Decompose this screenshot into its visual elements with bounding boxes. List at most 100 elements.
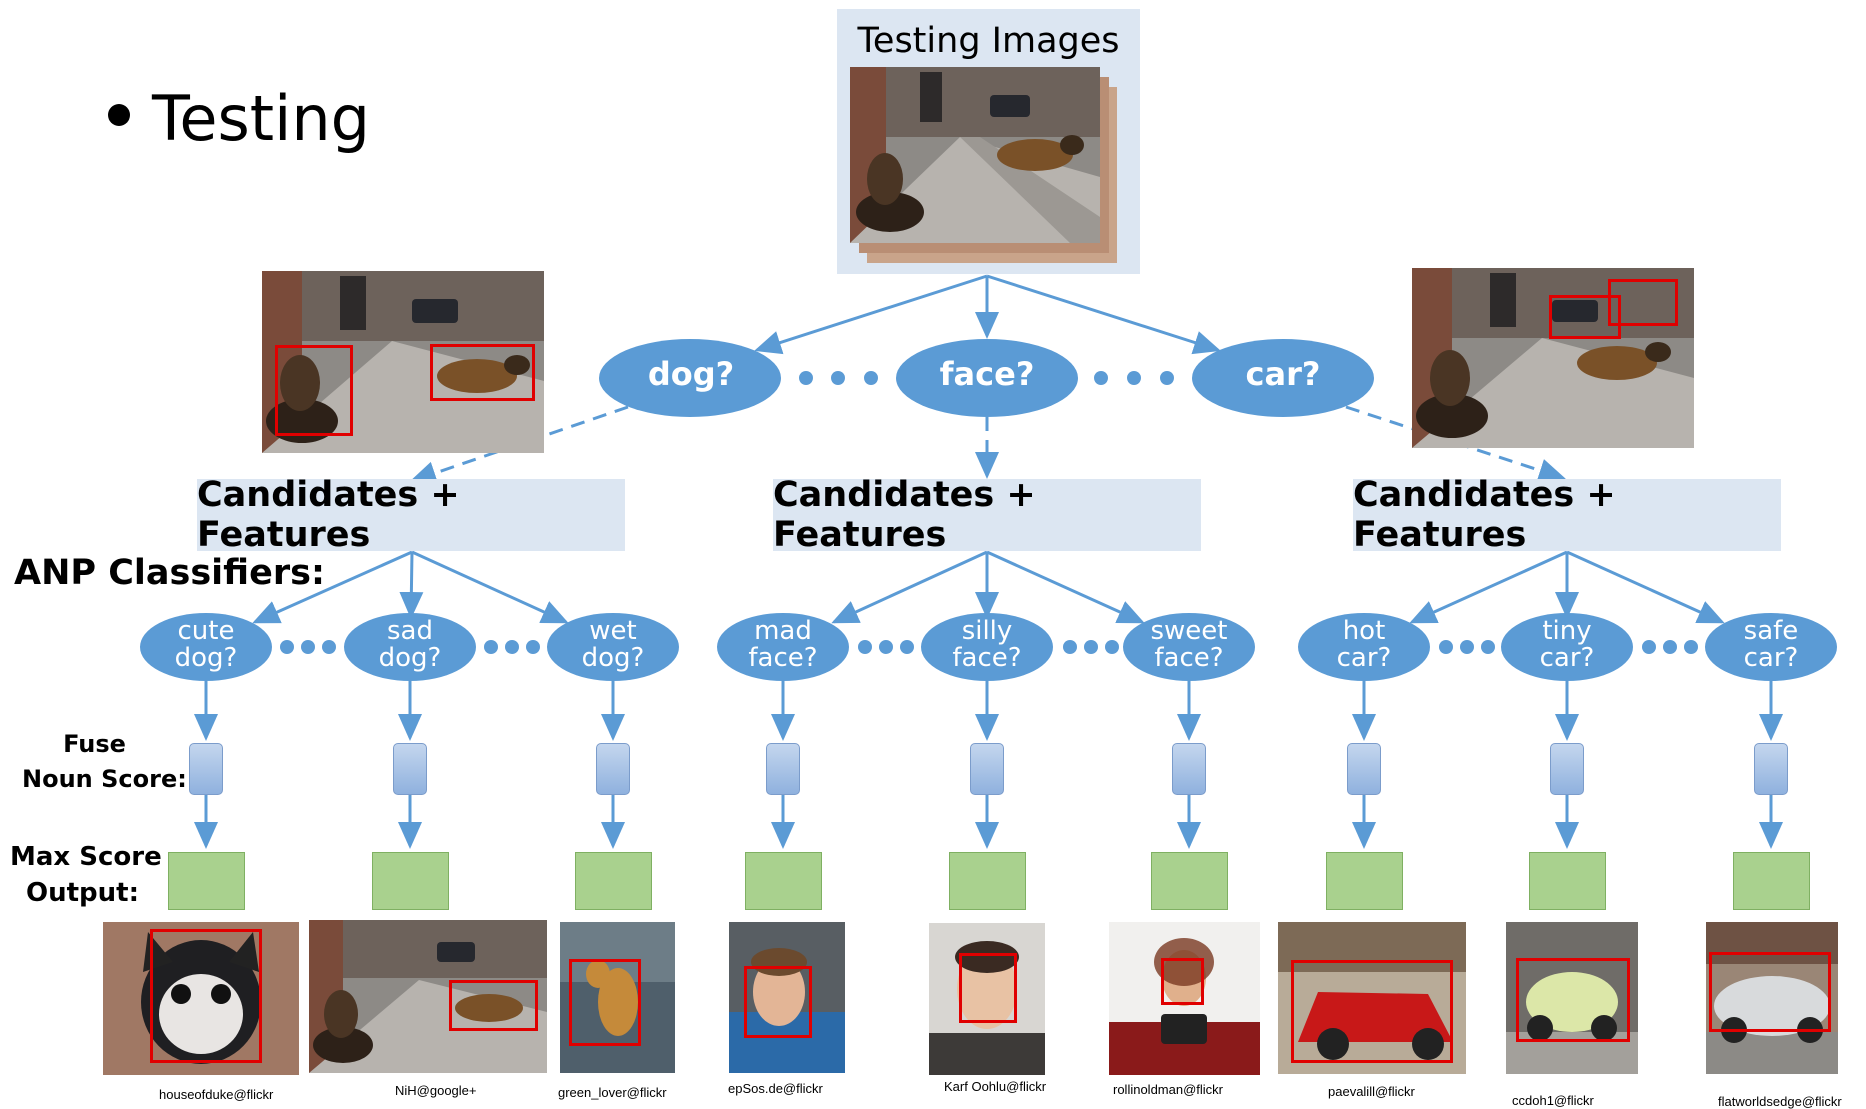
ellipsis-dot-anp-9 [1063, 640, 1077, 654]
fuse-label-line1: Fuse [63, 730, 126, 758]
anp-classifiers-label: ANP Classifiers: [14, 553, 325, 593]
output-image-2 [309, 920, 547, 1073]
anp-label-7-adj: tiny [1542, 616, 1592, 646]
noun-ellipse-1 [896, 339, 1078, 417]
fuse-label-line2: Noun Score: [22, 765, 187, 793]
bullet-text: Testing [152, 82, 370, 155]
arrow-cand1-to-sad [399, 551, 424, 619]
max-score-box-2 [575, 852, 652, 910]
arrow-cand3-to-hot [1409, 550, 1568, 624]
ellipsis-dot-anp-10 [1084, 640, 1098, 654]
anp-ellipse-5 [1123, 613, 1255, 681]
max-label-line1: Max Score [10, 842, 162, 872]
fuse-box-3 [766, 743, 800, 795]
ellipsis-dot-anp-6 [858, 640, 872, 654]
bullet-dot-icon [108, 103, 130, 126]
bbox-car-1 [1549, 295, 1621, 339]
anp-ellipse-0 [140, 613, 272, 681]
fuse-box-7 [1550, 743, 1584, 795]
output-bbox-5 [959, 953, 1017, 1023]
bbox-car-2 [1608, 279, 1678, 326]
anp-label-6-noun: car? [1336, 643, 1392, 673]
ellipsis-dot-anp-2 [322, 640, 336, 654]
anp-label-1-noun: dog? [378, 643, 442, 673]
arrow-cand1-to-cute [252, 550, 413, 624]
bbox-dog-1 [275, 345, 353, 436]
noun-ellipse-0 [599, 339, 781, 417]
candidates-box-dog: Candidates + Features [197, 475, 625, 555]
caption-1: houseofduke@flickr [159, 1087, 274, 1102]
output-bbox-1 [150, 929, 262, 1063]
fuse-box-2 [596, 743, 630, 795]
ellipsis-dot-anp-16 [1663, 640, 1677, 654]
anp-label-5-noun: face? [1154, 643, 1224, 673]
max-score-box-3 [745, 852, 822, 910]
ellipsis-dot-noun-3 [1094, 371, 1108, 385]
anp-label-4-noun: face? [952, 643, 1022, 673]
fuse-box-8 [1754, 743, 1788, 795]
noun-label-dog: dog? [647, 355, 735, 393]
output-image-8 [1506, 922, 1638, 1074]
ellipsis-dot-noun-1 [831, 371, 845, 385]
anp-label-2-noun: dog? [581, 643, 645, 673]
anp-label-0-adj: cute [177, 616, 235, 646]
anp-ellipse-8 [1705, 613, 1837, 681]
fuse-box-4 [970, 743, 1004, 795]
max-score-box-1 [372, 852, 449, 910]
noun-label-face: face? [939, 355, 1035, 393]
slide-bullet-title: Testing [108, 82, 370, 155]
candidates-box-car: Candidates + Features [1353, 475, 1781, 555]
ellipsis-dot-anp-0 [280, 640, 294, 654]
caption-9: flatworldsedge@flickr [1718, 1094, 1842, 1109]
output-image-1 [103, 922, 299, 1075]
caption-8: ccdoh1@flickr [1512, 1093, 1594, 1108]
max-score-box-8 [1733, 852, 1810, 910]
bbox-dog-2 [430, 344, 535, 401]
output-image-3 [560, 922, 675, 1073]
ellipsis-dot-anp-3 [484, 640, 498, 654]
fuse-box-1 [393, 743, 427, 795]
output-image-6 [1109, 922, 1260, 1075]
ellipsis-dot-noun-2 [864, 371, 878, 385]
arrow-cand3-to-safe [1566, 550, 1725, 624]
anp-ellipse-6 [1298, 613, 1430, 681]
fuse-box-5 [1172, 743, 1206, 795]
noun-label-car: car? [1245, 355, 1321, 393]
output-image-4 [729, 922, 845, 1073]
anp-label-6-adj: hot [1342, 616, 1386, 646]
caption-3: green_lover@flickr [558, 1085, 667, 1100]
ellipsis-dot-anp-17 [1684, 640, 1698, 654]
caption-2: NiH@google+ [395, 1083, 477, 1098]
caption-4: epSos.de@flickr [728, 1081, 823, 1096]
anp-label-8-noun: car? [1743, 643, 1799, 673]
anp-label-1-adj: sad [387, 616, 433, 646]
noun-ellipse-2 [1192, 339, 1374, 417]
anp-ellipse-2 [547, 613, 679, 681]
output-image-7 [1278, 922, 1466, 1074]
candidates-box-face: Candidates + Features [773, 475, 1201, 555]
testing-images-label: Testing Images [857, 21, 1120, 61]
ellipsis-dot-noun-5 [1160, 371, 1174, 385]
ellipsis-dot-anp-4 [505, 640, 519, 654]
ellipsis-dot-anp-13 [1460, 640, 1474, 654]
ellipsis-dot-anp-15 [1642, 640, 1656, 654]
anp-label-5-adj: sweet [1150, 616, 1228, 646]
anp-label-8-adj: safe [1743, 616, 1799, 646]
output-image-5 [929, 923, 1045, 1075]
output-bbox-8 [1516, 958, 1630, 1042]
ellipsis-dot-anp-8 [900, 640, 914, 654]
max-score-box-7 [1529, 852, 1606, 910]
anp-label-7-noun: car? [1539, 643, 1595, 673]
arrow-dog-to-candidates [409, 405, 629, 485]
testing-images-box: Testing Images [837, 9, 1140, 274]
car-detection-image [1412, 268, 1694, 448]
anp-ellipse-1 [344, 613, 476, 681]
anp-label-3-adj: mad [754, 616, 812, 646]
caption-7: paevalill@flickr [1328, 1084, 1415, 1099]
ellipsis-dot-noun-0 [799, 371, 813, 385]
ellipsis-dot-noun-4 [1127, 371, 1141, 385]
ellipsis-dot-anp-7 [879, 640, 893, 654]
caption-5: Karf Oohlu@flickr [944, 1079, 1047, 1094]
